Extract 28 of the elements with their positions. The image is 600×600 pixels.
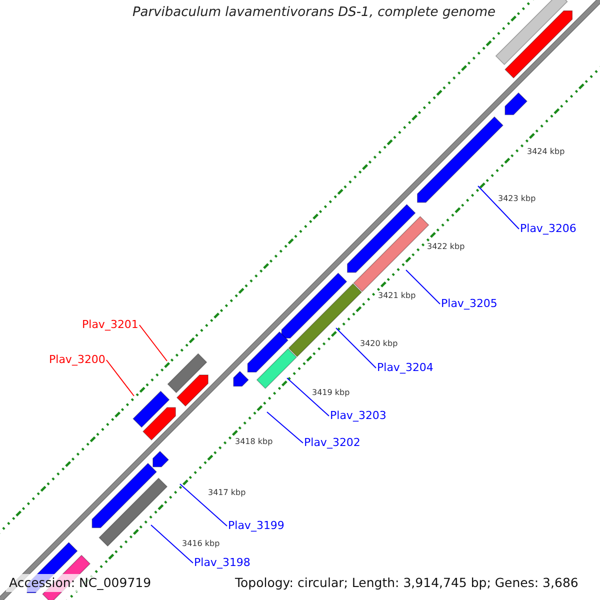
scale-label: 3420 kbp [360, 339, 398, 349]
map-title: Parvibaculum lavamentivorans DS-1, complete genome [131, 6, 497, 20]
scale-label: 3418 kbp [235, 437, 273, 447]
gene-label: Plav_3200 [49, 353, 106, 367]
gene-label: Plav_3202 [304, 436, 360, 450]
gene-label: Plav_3206 [520, 222, 576, 236]
gene-label: Plav_3204 [377, 361, 434, 375]
scale-label: 3424 kbp [527, 147, 565, 157]
scale-label: 3422 kbp [427, 242, 465, 252]
scale-label: 3419 kbp [312, 388, 350, 398]
gene-label: Plav_3198 [194, 556, 250, 570]
leader-line [106, 360, 134, 396]
leader-line [150, 524, 194, 564]
gene-label: Plav_3199 [228, 519, 284, 533]
scale-label: 3417 kbp [208, 488, 246, 498]
leader-line [336, 328, 376, 368]
scale-label: 3421 kbp [378, 291, 416, 301]
leader-line [406, 270, 440, 304]
scale-label: 3416 kbp [182, 539, 220, 549]
leader-line [478, 186, 520, 230]
leader-line [180, 484, 228, 526]
gene-label: Plav_3203 [330, 409, 386, 423]
leader-line [286, 378, 330, 416]
gene-label: Plav_3205 [441, 297, 498, 311]
gene-label: Plav_3201 [82, 318, 138, 332]
leader-line [266, 412, 304, 444]
leader-line [138, 324, 168, 362]
scale-label: 3423 kbp [498, 194, 536, 204]
